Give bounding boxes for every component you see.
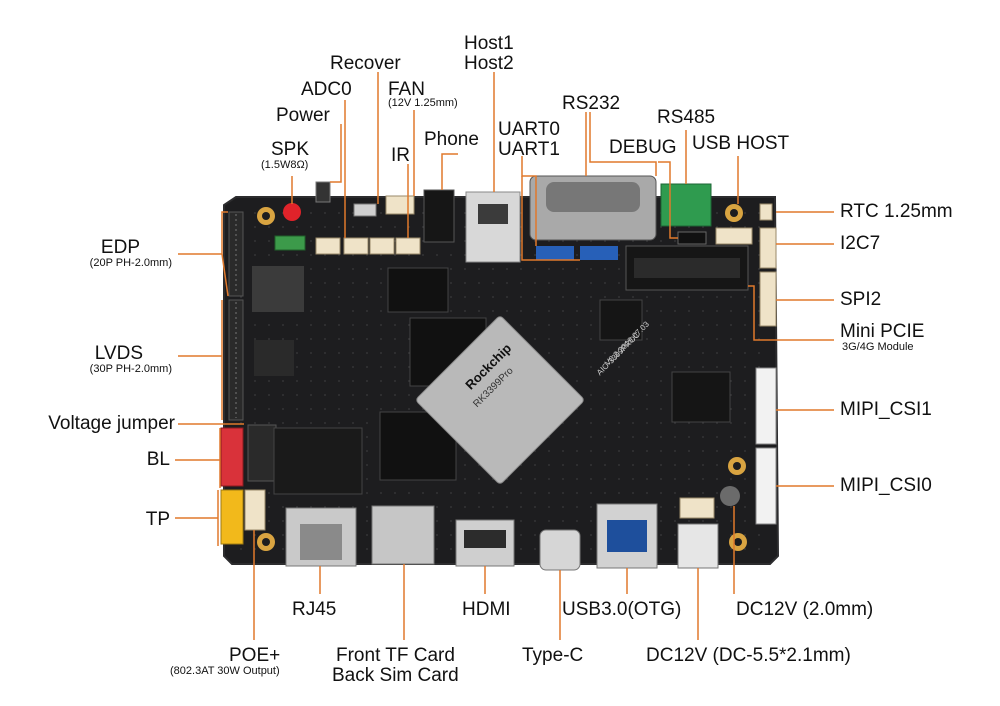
phone-jack xyxy=(423,189,455,243)
label-edp: EDP xyxy=(100,237,140,258)
label-hdmi: HDMI xyxy=(462,599,511,620)
dc-jack xyxy=(677,523,719,569)
label-mipi-csi0: MIPI_CSI0 xyxy=(840,475,932,496)
usb-host-connector xyxy=(715,227,753,245)
label-poe-sub: (802.3AT 30W Output) xyxy=(170,665,280,677)
label-spk: SPK xyxy=(271,139,310,160)
label-voltage-jumper: Voltage jumper xyxy=(48,413,175,434)
lvds-header xyxy=(228,299,244,421)
label-back-sim: Back Sim Card xyxy=(332,665,459,686)
label-host1: Host1 xyxy=(464,33,514,54)
label-lvds-sub: (30P PH-2.0mm) xyxy=(89,363,172,375)
soc-package xyxy=(416,316,584,484)
bl-connector xyxy=(220,427,244,487)
label-front-tf: Front TF Card xyxy=(336,645,455,666)
label-rj45: RJ45 xyxy=(292,599,337,620)
tp-connector xyxy=(220,489,244,545)
poe-connector xyxy=(244,489,266,531)
label-lvds: LVDS xyxy=(94,343,143,364)
leader-lines xyxy=(175,72,834,640)
label-fan-sub: (12V 1.25mm) xyxy=(388,97,458,109)
label-uart0: UART0 xyxy=(498,119,560,140)
label-edp-sub: (20P PH-2.0mm) xyxy=(89,257,172,269)
usb-host-jack xyxy=(465,191,521,263)
recover-button xyxy=(353,203,377,217)
i2c7-connector xyxy=(759,227,777,269)
label-bl: BL xyxy=(146,449,170,470)
label-usb30: USB3.0(OTG) xyxy=(562,599,682,620)
label-type-c: Type-C xyxy=(522,645,584,666)
label-mini-pcie: Mini PCIE xyxy=(840,321,925,342)
label-rs485: RS485 xyxy=(657,107,716,128)
fan-connector xyxy=(385,195,415,215)
rs485-connector xyxy=(660,183,712,227)
mipi-csi1-connector xyxy=(755,367,777,445)
rtc-connector xyxy=(759,203,773,221)
label-rtc: RTC 1.25mm xyxy=(840,201,953,222)
label-dc12v-dc: DC12V (DC-5.5*2.1mm) xyxy=(646,645,851,666)
label-recover: Recover xyxy=(330,53,401,74)
label-power: Power xyxy=(276,105,330,126)
label-debug: DEBUG xyxy=(609,137,677,158)
label-usb-host: USB HOST xyxy=(692,133,790,154)
label-spi2: SPI2 xyxy=(840,289,882,310)
typec-jack xyxy=(539,529,581,571)
mipi-csi0-connector xyxy=(755,447,777,525)
label-mipi-csi1: MIPI_CSI1 xyxy=(840,399,932,420)
label-tp: TP xyxy=(145,509,170,530)
label-spk-sub: (1.5W8Ω) xyxy=(261,159,309,171)
tf-card-slot xyxy=(371,505,435,565)
label-uart1: UART1 xyxy=(498,139,560,160)
spi2-connector xyxy=(759,271,777,327)
spk-led xyxy=(283,203,301,221)
ir-connector xyxy=(395,237,421,255)
label-fan: FAN xyxy=(388,79,425,100)
label-mini-pcie-sub: 3G/4G Module xyxy=(842,341,914,353)
label-rs232: RS232 xyxy=(562,93,621,114)
label-dc12v-20: DC12V (2.0mm) xyxy=(736,599,874,620)
label-adc0: ADC0 xyxy=(301,79,352,100)
label-host2: Host2 xyxy=(464,53,514,74)
spk-connector xyxy=(274,235,306,251)
label-poe: POE+ xyxy=(229,645,281,666)
uart-headers xyxy=(536,246,574,260)
voltage-jumper xyxy=(247,424,277,482)
mounting-holes xyxy=(257,204,747,551)
label-ir: IR xyxy=(391,145,410,166)
debug-header xyxy=(677,231,707,245)
label-phone: Phone xyxy=(424,129,479,150)
power-button xyxy=(315,181,331,203)
label-i2c7: I2C7 xyxy=(840,233,881,254)
